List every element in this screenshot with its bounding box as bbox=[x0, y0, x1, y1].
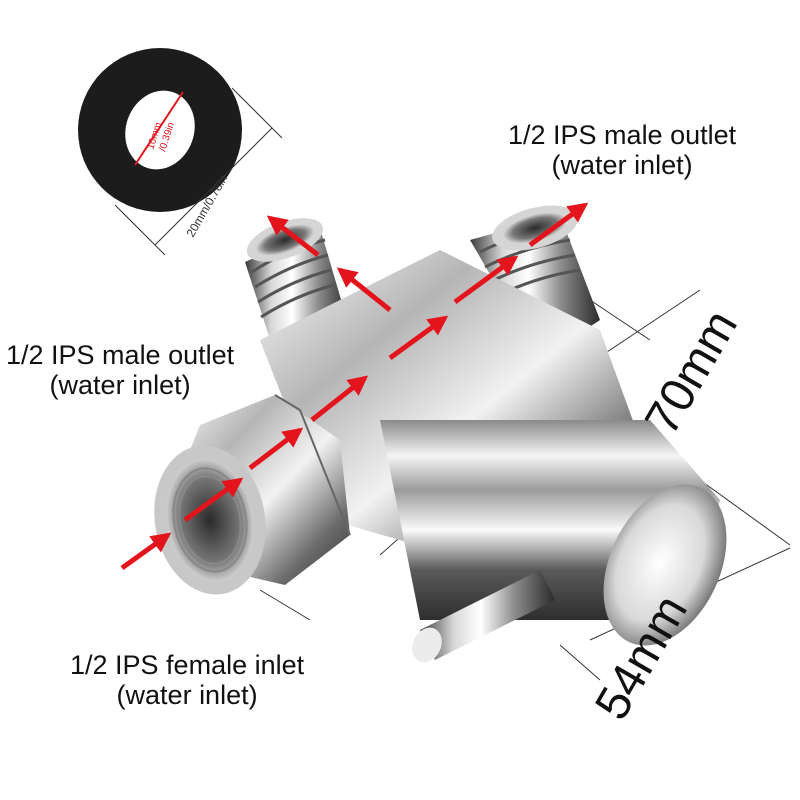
diverter-lever bbox=[412, 570, 555, 663]
flow-arrow-9 bbox=[266, 215, 320, 257]
flow-arrow-5 bbox=[388, 315, 449, 361]
top-right-outlet-label: 1/2 IPS male outlet (water inlet) bbox=[508, 120, 736, 180]
flow-arrows bbox=[120, 202, 589, 571]
flow-arrow-8 bbox=[336, 267, 392, 312]
flow-arrow-1 bbox=[120, 532, 172, 571]
flow-arrow-2 bbox=[183, 477, 244, 523]
flow-arrow-7 bbox=[528, 202, 589, 248]
rubber-washer: 10mm /0.39in 20mm/0.78in bbox=[78, 48, 283, 256]
end-cap bbox=[603, 484, 727, 646]
bottom-inlet-label-line2: (water inlet) bbox=[116, 680, 258, 710]
flow-arrow-6 bbox=[453, 255, 519, 305]
flow-arrow-4 bbox=[310, 375, 369, 422]
bottom-inlet-label-line1: 1/2 IPS female inlet bbox=[70, 650, 305, 680]
left-outlet-label-line2: (water inlet) bbox=[49, 370, 191, 400]
top-right-outlet-label-line2: (water inlet) bbox=[551, 150, 693, 180]
bottom-inlet-label: 1/2 IPS female inlet (water inlet) bbox=[70, 650, 304, 710]
top-right-outlet-label-line1: 1/2 IPS male outlet bbox=[508, 120, 737, 150]
left-outlet-label-line1: 1/2 IPS male outlet bbox=[6, 340, 235, 370]
left-outlet-label: 1/2 IPS male outlet (water inlet) bbox=[6, 340, 234, 400]
flow-arrow-3 bbox=[248, 427, 304, 470]
